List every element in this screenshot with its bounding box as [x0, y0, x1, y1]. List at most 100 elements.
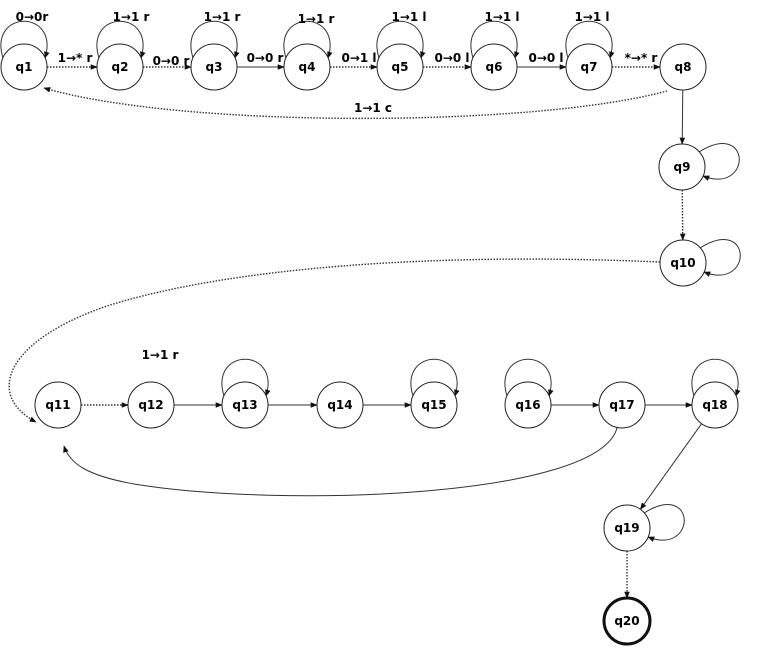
- state-layer: q1 q2 q3 q4 q5 q6 q7 q8 q9 q10 q11 q12 q13 q14 q15 q16 q…: [0, 43, 739, 646]
- state-label: q15: [421, 398, 446, 412]
- state-label: q14: [327, 398, 352, 412]
- state-label: q17: [609, 398, 634, 412]
- state-q12: q12: [127, 381, 175, 429]
- state-circle: [376, 43, 424, 91]
- self-loop-q4: [283, 20, 333, 59]
- transition-label-q2-q3: 0→0 r: [153, 54, 190, 68]
- state-q14: q14: [316, 381, 364, 429]
- self-loop-q6: [470, 20, 520, 59]
- state-circle: [221, 381, 269, 429]
- state-circle: [691, 381, 739, 429]
- state-q10: q10: [659, 239, 707, 287]
- transition-label-q1-q1: 0→0r: [16, 10, 49, 24]
- self-loop-q1: [0, 20, 50, 59]
- transition-label-q5-q6: 0→0 l: [434, 51, 469, 65]
- state-circle: [658, 143, 706, 191]
- state-q11: q11: [34, 381, 82, 429]
- state-circle: [190, 43, 238, 91]
- state-label: q6: [486, 60, 503, 74]
- state-label: q20: [614, 614, 639, 628]
- transition-q8-q9: [679, 89, 686, 145]
- state-q15: q15: [410, 381, 458, 429]
- state-circle: [283, 43, 331, 91]
- self-loop-q15: [410, 358, 460, 397]
- self-loop-q5: [376, 20, 426, 59]
- transition-label-q12-q13: 1→1 r: [142, 348, 179, 362]
- state-label: q4: [299, 60, 316, 74]
- edge-layer: [0, 20, 741, 599]
- self-loop-q9: [698, 143, 740, 181]
- transition-label-q4-q5: 0→1 l: [341, 51, 376, 65]
- transition-label-q7-q8: *→* r: [625, 51, 658, 65]
- transition-label-q3-q4: 0→0 r: [247, 51, 284, 65]
- state-circle: [316, 381, 364, 429]
- self-loop-q10: [699, 239, 741, 277]
- state-q6: q6: [470, 43, 518, 91]
- state-label: q13: [232, 398, 257, 412]
- state-q17: q17: [598, 381, 646, 429]
- state-circle: [34, 381, 82, 429]
- state-circle: [659, 239, 707, 287]
- self-loop-q13: [221, 358, 271, 397]
- state-circle: [598, 381, 646, 429]
- transition-q9-q10: [679, 189, 686, 241]
- state-q8: q8: [659, 43, 707, 91]
- state-q2: q2: [96, 43, 144, 91]
- state-q20: q20: [602, 596, 652, 646]
- label-layer: 0→0r 1→* r 1→1 r 0→0 r 1→1 r 0→0 r 1→1 r 0→1 l 1…: [16, 10, 658, 362]
- state-circle: [565, 43, 613, 91]
- transition-label-q6-q7: 0→0 l: [528, 51, 563, 65]
- state-circle: [127, 381, 175, 429]
- self-loop-q19: [643, 504, 685, 542]
- state-circle: [96, 43, 144, 91]
- state-circle: [470, 43, 518, 91]
- state-label: q2: [112, 60, 129, 74]
- state-label: q5: [392, 60, 409, 74]
- state-label: q11: [45, 398, 70, 412]
- state-q19: q19: [603, 504, 651, 552]
- state-q7: q7: [565, 43, 613, 91]
- transition-q8-q1: [43, 87, 668, 120]
- transition-label-q8-q1: 1→1 c: [354, 101, 392, 115]
- state-label: q7: [581, 60, 598, 74]
- state-label: q18: [702, 398, 727, 412]
- self-loop-q18: [691, 358, 741, 397]
- state-q5: q5: [376, 43, 424, 91]
- state-q4: q4: [283, 43, 331, 91]
- state-circle: [0, 43, 48, 91]
- state-circle: [410, 381, 458, 429]
- state-label: q8: [675, 60, 692, 74]
- state-q3: q3: [190, 43, 238, 91]
- state-q1: q1: [0, 43, 48, 91]
- self-loop-q7: [565, 20, 615, 59]
- transition-q17-q11: [63, 427, 618, 497]
- state-label: q16: [515, 398, 540, 412]
- transition-label-q4-q4: 1→1 r: [298, 12, 335, 26]
- state-q16: q16: [504, 381, 552, 429]
- transition-q10-q11: [8, 258, 661, 423]
- state-label: q9: [674, 160, 691, 174]
- transition-q18-q19: [639, 423, 703, 510]
- state-circle: [659, 43, 707, 91]
- final-state-circle: [602, 596, 652, 646]
- state-label: q3: [206, 60, 223, 74]
- self-loop-q3: [190, 20, 240, 59]
- state-circle: [504, 381, 552, 429]
- state-label: q10: [670, 256, 695, 270]
- transition-label-q1-q2: 1→* r: [58, 51, 93, 65]
- self-loop-q2: [96, 20, 146, 59]
- transition-label-q5-q5: 1→1 l: [391, 10, 426, 24]
- state-circle: [603, 504, 651, 552]
- transition-label-q7-q7: 1→1 l: [574, 10, 609, 24]
- self-loop-q16: [504, 358, 554, 397]
- state-label: q12: [138, 398, 163, 412]
- state-q13: q13: [221, 381, 269, 429]
- state-q18: q18: [691, 381, 739, 429]
- transition-label-q2-q2: 1→1 r: [113, 10, 150, 24]
- state-q9: q9: [658, 143, 706, 191]
- state-label: q1: [16, 60, 33, 74]
- transition-label-q6-q6: 1→1 l: [484, 10, 519, 24]
- state-label: q19: [614, 521, 639, 535]
- transition-label-q3-q3: 1→1 r: [204, 10, 241, 24]
